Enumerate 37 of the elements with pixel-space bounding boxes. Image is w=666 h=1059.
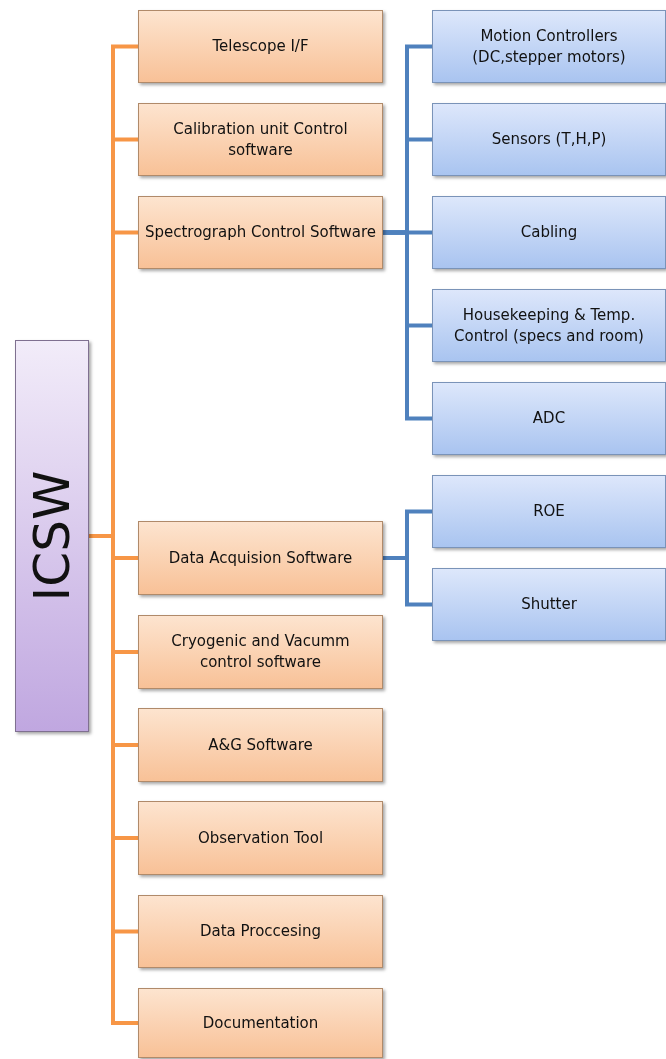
node-label: Sensors (T,H,P) — [490, 129, 608, 150]
subsystem-box — [138, 521, 383, 595]
component-box — [432, 196, 666, 269]
node-label: Data Acquision Software — [167, 547, 354, 569]
component-box — [432, 289, 666, 362]
component-box — [432, 475, 666, 548]
node-label: Motion Controllers (DC,stepper motors) — [471, 25, 627, 68]
connector-line — [383, 556, 432, 607]
subsystem-box — [138, 988, 383, 1058]
root-box — [15, 340, 89, 732]
component-box — [432, 382, 666, 455]
subsystem-box — [138, 103, 383, 176]
component-box — [432, 103, 666, 176]
subsystem-box — [138, 801, 383, 875]
subsystem-box — [138, 895, 383, 968]
subsystem-box — [138, 196, 383, 269]
connector-line — [383, 230, 432, 421]
node-label: Telescope I/F — [211, 36, 310, 57]
subsystem-box — [138, 615, 383, 689]
node-label: A&G Software — [207, 734, 314, 756]
node-label: Data Proccesing — [198, 921, 323, 942]
node-label: ADC — [531, 408, 567, 429]
node-label: ICSW — [27, 470, 77, 602]
node-label: Spectrograph Control Software — [143, 222, 378, 243]
node-label: Calibration unit Control software — [172, 118, 349, 161]
node-label: Housekeeping & Temp. Control (specs and room) — [453, 304, 645, 347]
connector-line — [89, 534, 138, 1025]
node-label: Cabling — [519, 222, 579, 243]
node-label: Shutter — [520, 594, 578, 615]
subsystem-box — [138, 10, 383, 83]
node-label: Cryogenic and Vacumm control software — [170, 631, 351, 673]
subsystem-box — [138, 708, 383, 782]
component-box — [432, 568, 666, 641]
node-label: Documentation — [201, 1012, 320, 1034]
node-label: ROE — [532, 501, 566, 522]
component-box — [432, 10, 666, 83]
node-label: Observation Tool — [196, 827, 325, 849]
